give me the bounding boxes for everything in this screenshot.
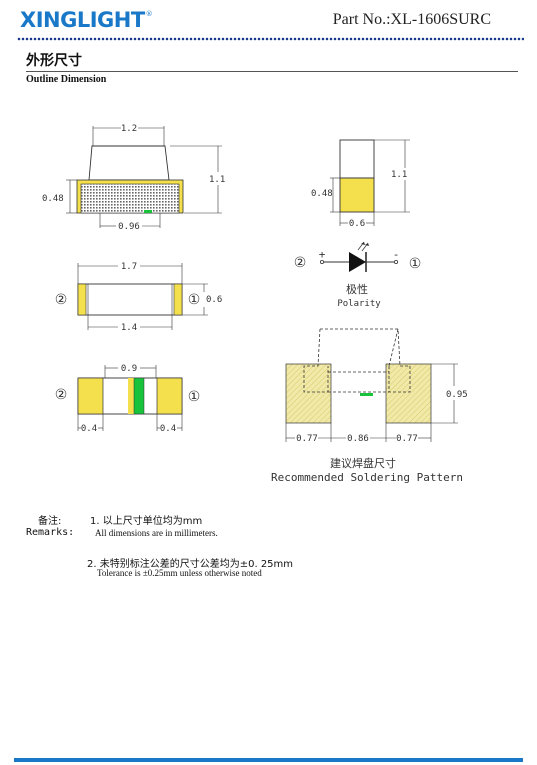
top-pin-2: ② bbox=[55, 292, 68, 308]
dim-solder-height: 0.95 bbox=[446, 390, 468, 400]
note-2-cn: 2. 未特别标注公差的尺寸公差均为±0. 25mm bbox=[87, 559, 294, 570]
note-1-cn: 1. 以上尺寸单位均为mm bbox=[90, 516, 203, 527]
side-view: 1.2 1.1 0.48 0.96 bbox=[42, 124, 225, 232]
diode-icon bbox=[349, 252, 366, 272]
xinglight-logo: XINGLIGHT® bbox=[20, 8, 153, 32]
polarity-symbol: ② + - ① 极性 Polarity bbox=[294, 241, 422, 309]
remarks-label-cn: 备注: bbox=[38, 516, 62, 527]
bottom-pin-1: ① bbox=[188, 389, 201, 405]
dim-top-length: 1.7 bbox=[121, 262, 137, 272]
plus-sign: + bbox=[319, 248, 326, 261]
soldering-label-en: Recommended Soldering Pattern bbox=[271, 471, 463, 484]
remarks-label-en: Remarks: bbox=[26, 527, 75, 538]
polarity-label-cn: 极性 bbox=[346, 282, 368, 296]
part-number-label: Part No.:XL-1606SURC bbox=[333, 11, 491, 29]
dim-solder-gap: 0.86 bbox=[347, 434, 369, 444]
note-1-en: All dimensions are in millimeters. bbox=[95, 528, 218, 538]
logo-text: XINGLIGHT bbox=[20, 8, 145, 32]
bottom-pin-2: ② bbox=[55, 387, 68, 403]
section-title-en: Outline Dimension bbox=[26, 74, 107, 85]
top-view: 1.7 ② ① 0.6 1.4 bbox=[55, 262, 223, 333]
dim-bottom-pad-left: 0.4 bbox=[81, 424, 97, 434]
minus-sign: - bbox=[393, 248, 400, 261]
registered-mark: ® bbox=[145, 10, 153, 18]
dim-side-bottom: 0.96 bbox=[118, 222, 140, 232]
dim-end-body: 0.48 bbox=[311, 189, 333, 199]
polarity-pin-2: ② bbox=[294, 255, 307, 271]
dim-side-body: 0.48 bbox=[42, 194, 64, 204]
dim-solder-pad-right: 0.77 bbox=[396, 434, 418, 444]
dim-end-height: 1.1 bbox=[391, 170, 407, 180]
section-title-cn: 外形尺寸 bbox=[26, 53, 82, 69]
dim-end-width: 0.6 bbox=[349, 219, 365, 229]
dim-side-height: 1.1 bbox=[209, 175, 225, 185]
section-rule bbox=[26, 71, 518, 72]
soldering-pattern: 0.95 0.77 0.86 0.77 建议焊盘尺寸 Recommended S… bbox=[271, 328, 468, 484]
dim-top-inner: 1.4 bbox=[121, 323, 137, 333]
polarity-label-en: Polarity bbox=[337, 299, 381, 309]
header-dotted-divider bbox=[17, 37, 524, 41]
dim-bottom-pad-right: 0.4 bbox=[160, 424, 176, 434]
part-number-value: XL-1606SURC bbox=[390, 11, 491, 28]
dim-solder-pad-left: 0.77 bbox=[296, 434, 318, 444]
polarity-pin-1: ① bbox=[409, 256, 422, 272]
end-view: 1.1 0.48 0.6 bbox=[311, 139, 410, 229]
footer-bar bbox=[14, 758, 523, 762]
bottom-view: 0.9 ② ① 0.4 0.4 bbox=[55, 364, 201, 434]
dim-top-width: 0.6 bbox=[206, 295, 222, 305]
note-2-en: Tolerance is ±0.25mm unless otherwise no… bbox=[97, 568, 262, 578]
dim-side-width: 1.2 bbox=[121, 124, 137, 134]
dim-bottom-center: 0.9 bbox=[121, 364, 137, 374]
soldering-label-cn: 建议焊盘尺寸 bbox=[330, 456, 396, 470]
part-label: Part No.: bbox=[332, 11, 391, 28]
top-pin-1: ① bbox=[188, 292, 201, 308]
